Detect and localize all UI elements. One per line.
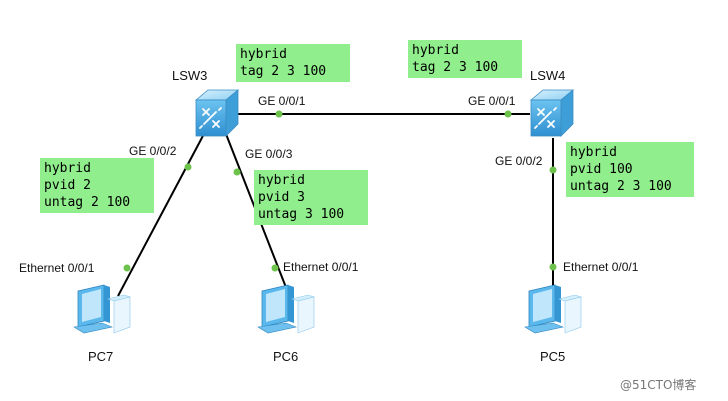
note-line: untag 2 3 100 [570, 179, 672, 194]
port-label-lsw4-ge002: GE 0/0/2 [495, 154, 543, 168]
pc5-label: PC5 [540, 349, 566, 364]
note-lsw3-g2: hybrid pvid 2 untag 2 100 [40, 158, 154, 213]
port-dot-pc6 [271, 264, 279, 272]
note-line: tag 2 3 100 [412, 60, 499, 75]
pc5-pc-icon[interactable] [523, 283, 583, 335]
port-label-pc6-eth: Ethernet 0/0/1 [283, 260, 359, 274]
port-dot-pc7 [123, 264, 131, 272]
pc7-pc-icon[interactable] [72, 283, 132, 335]
note-lsw3-uplink: hybrid tag 2 3 100 [236, 44, 350, 82]
note-line: pvid 100 [570, 162, 633, 177]
note-line: hybrid [258, 173, 305, 188]
pc7-label: PC7 [88, 349, 114, 364]
watermark: @51CTO博客 [620, 378, 697, 392]
port-label-pc7-eth: Ethernet 0/0/1 [19, 261, 95, 275]
port-label-lsw3-ge003: GE 0/0/3 [245, 147, 293, 161]
port-dot-lsw3-ge001 [275, 110, 283, 118]
port-dot-pc5 [549, 263, 557, 271]
port-dot-lsw4-ge002 [549, 166, 557, 174]
port-label-lsw3-ge001: GE 0/0/1 [258, 94, 306, 108]
note-line: hybrid [44, 161, 91, 176]
lsw4-label: LSW4 [530, 68, 566, 83]
lsw3-switch-icon[interactable] [192, 88, 240, 138]
note-line: hybrid [570, 145, 617, 160]
note-lsw4-uplink: hybrid tag 2 3 100 [408, 40, 522, 78]
pc6-pc-icon[interactable] [256, 283, 316, 335]
port-label-lsw4-ge001: GE 0/0/1 [468, 94, 516, 108]
note-line: pvid 3 [258, 190, 305, 205]
note-line: tag 2 3 100 [240, 64, 327, 79]
port-dot-lsw3-ge003 [233, 168, 241, 176]
port-dot-lsw3-ge002 [184, 163, 192, 171]
note-line: untag 3 100 [258, 207, 345, 222]
port-dot-lsw4-ge001 [504, 110, 512, 118]
port-label-pc5-eth: Ethernet 0/0/1 [563, 260, 639, 274]
port-label-lsw3-ge002: GE 0/0/2 [129, 144, 177, 158]
note-line: hybrid [412, 43, 459, 58]
note-lsw4-g2: hybrid pvid 100 untag 2 3 100 [566, 142, 694, 197]
lsw4-switch-icon[interactable] [527, 88, 575, 138]
link-lsw3-pc7 [117, 131, 206, 297]
note-line: untag 2 100 [44, 195, 131, 210]
note-lsw3-g3: hybrid pvid 3 untag 3 100 [254, 170, 368, 225]
note-line: pvid 2 [44, 178, 91, 193]
note-line: hybrid [240, 47, 287, 62]
pc6-label: PC6 [273, 349, 299, 364]
lsw3-label: LSW3 [172, 68, 208, 83]
